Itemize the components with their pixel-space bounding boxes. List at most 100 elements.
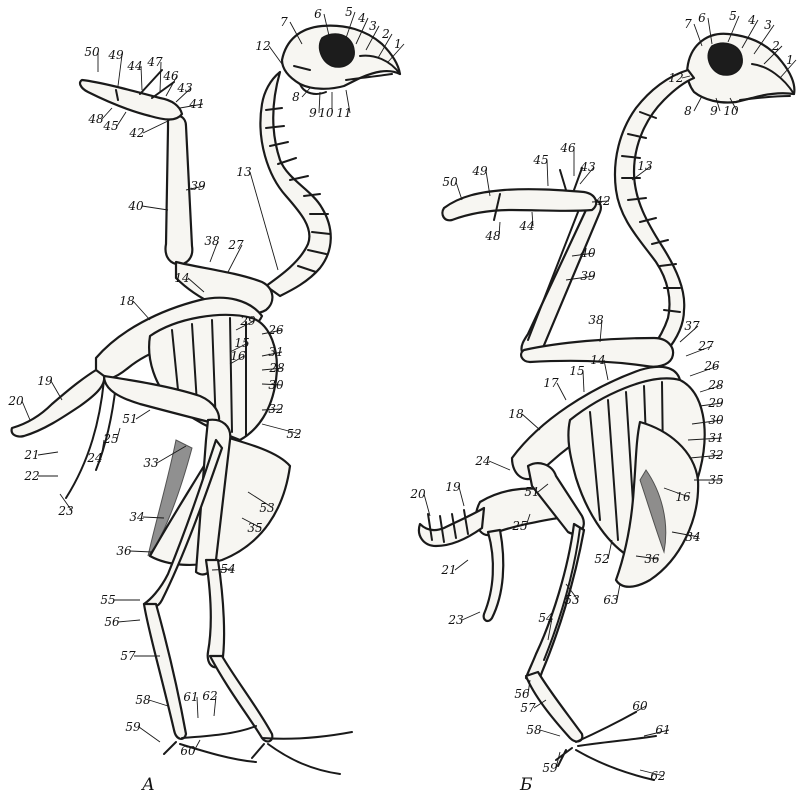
callout-number: 20 bbox=[7, 394, 24, 408]
callout-number: 55 bbox=[100, 593, 115, 607]
callout-number: 3 bbox=[369, 19, 377, 33]
callout-number: 32 bbox=[268, 402, 283, 416]
callout-number: 13 bbox=[236, 165, 252, 179]
forewing-b bbox=[442, 189, 596, 220]
leader-line bbox=[139, 727, 160, 742]
callout-number: 25 bbox=[102, 432, 118, 446]
callout-number: 63 bbox=[603, 593, 619, 607]
callout-number: 9 bbox=[710, 104, 718, 118]
callout-number: 18 bbox=[508, 407, 524, 421]
callout-number: 17 bbox=[543, 376, 559, 390]
callout-number: 19 bbox=[445, 480, 461, 494]
callout-number: 29 bbox=[239, 314, 256, 328]
callout-number: 52 bbox=[594, 552, 609, 566]
callout-number: 43 bbox=[579, 160, 596, 174]
leader-line bbox=[540, 730, 560, 736]
callout-number: 31 bbox=[708, 431, 723, 445]
callout-number: 43 bbox=[176, 81, 193, 95]
panel-letter-a: А bbox=[141, 775, 155, 795]
leader-line bbox=[455, 560, 468, 570]
callout-number: 21 bbox=[23, 448, 39, 462]
callout-number: 53 bbox=[259, 501, 275, 515]
callout-number: 4 bbox=[747, 13, 756, 27]
callout-number: 24 bbox=[86, 451, 102, 465]
callout-number: 46 bbox=[559, 141, 576, 155]
leader-line bbox=[51, 381, 62, 400]
callout-number: 54 bbox=[538, 611, 553, 625]
callout-number: 1 bbox=[394, 37, 402, 51]
callout-number: 21 bbox=[440, 563, 456, 577]
callout-number: 26 bbox=[703, 359, 720, 373]
callout-number: 38 bbox=[588, 313, 604, 327]
callout-number: 2 bbox=[381, 27, 390, 41]
callout-number: 62 bbox=[650, 769, 665, 783]
callout-number: 42 bbox=[128, 126, 144, 140]
callout-number: 44 bbox=[126, 59, 142, 73]
orbit-b bbox=[708, 43, 742, 75]
callout-number: 27 bbox=[227, 238, 244, 252]
callout-number: 29 bbox=[707, 396, 724, 410]
callout-number: 5 bbox=[729, 9, 737, 23]
callout-number: 14 bbox=[174, 271, 189, 285]
callout-number: 56 bbox=[104, 615, 120, 629]
callout-number: 42 bbox=[594, 194, 610, 208]
callout-number: 9 bbox=[309, 106, 317, 120]
leader-line bbox=[250, 172, 278, 270]
callout-number: 26 bbox=[267, 323, 284, 337]
callout-number: 10 bbox=[318, 106, 334, 120]
callout-number: 48 bbox=[484, 229, 501, 243]
callout-number: 30 bbox=[708, 413, 724, 427]
callout-number: 51 bbox=[122, 412, 137, 426]
callout-number: 31 bbox=[268, 345, 283, 359]
callout-number: 3 bbox=[764, 18, 772, 32]
callout-number: 56 bbox=[514, 687, 530, 701]
callout-number: 28 bbox=[707, 378, 724, 392]
callout-number: 38 bbox=[204, 234, 220, 248]
callout-number: 6 bbox=[314, 7, 322, 21]
callout-number: 37 bbox=[684, 319, 700, 333]
callout-number: 15 bbox=[234, 336, 249, 350]
callout-number: 7 bbox=[280, 15, 288, 29]
callout-number: 41 bbox=[188, 97, 204, 111]
callout-number: 54 bbox=[220, 562, 235, 576]
callout-number: 18 bbox=[119, 294, 135, 308]
callout-number: 36 bbox=[116, 544, 132, 558]
callout-number: 48 bbox=[87, 112, 104, 126]
leader-line bbox=[118, 620, 140, 622]
callout-number: 57 bbox=[120, 649, 136, 663]
callout-number: 35 bbox=[247, 521, 262, 535]
leader-line bbox=[142, 206, 168, 210]
callout-number: 45 bbox=[532, 153, 548, 167]
callout-number: 58 bbox=[135, 693, 151, 707]
callout-number: 39 bbox=[190, 179, 206, 193]
callout-number: 2 bbox=[771, 39, 780, 53]
callout-number: 50 bbox=[84, 45, 100, 59]
callout-number: 8 bbox=[684, 104, 692, 118]
callout-number: 23 bbox=[57, 504, 74, 518]
callout-number: 61 bbox=[183, 690, 198, 704]
callout-number: 58 bbox=[526, 723, 542, 737]
callout-number: 11 bbox=[336, 106, 351, 120]
callout-number: 13 bbox=[637, 159, 653, 173]
callout-number: 39 bbox=[580, 269, 596, 283]
callout-number: 49 bbox=[471, 164, 488, 178]
callout-number: 16 bbox=[675, 490, 691, 504]
callout-number: 24 bbox=[474, 454, 490, 468]
tail-a bbox=[12, 370, 105, 437]
callout-number: 32 bbox=[708, 448, 723, 462]
callout-number: 53 bbox=[564, 593, 580, 607]
callout-number: 45 bbox=[102, 119, 118, 133]
leader-line bbox=[143, 120, 170, 133]
callout-number: 27 bbox=[697, 339, 714, 353]
callout-number: 23 bbox=[447, 613, 464, 627]
leader-line bbox=[38, 452, 58, 455]
callout-number: 36 bbox=[644, 552, 660, 566]
callout-number: 12 bbox=[668, 71, 683, 85]
callout-number: 7 bbox=[684, 17, 692, 31]
callout-number: 30 bbox=[268, 378, 284, 392]
callout-number: 4 bbox=[357, 11, 366, 25]
callout-number: 60 bbox=[180, 744, 196, 758]
callout-number: 15 bbox=[569, 364, 584, 378]
callout-number: 6 bbox=[698, 11, 706, 25]
callout-number: 44 bbox=[518, 219, 534, 233]
